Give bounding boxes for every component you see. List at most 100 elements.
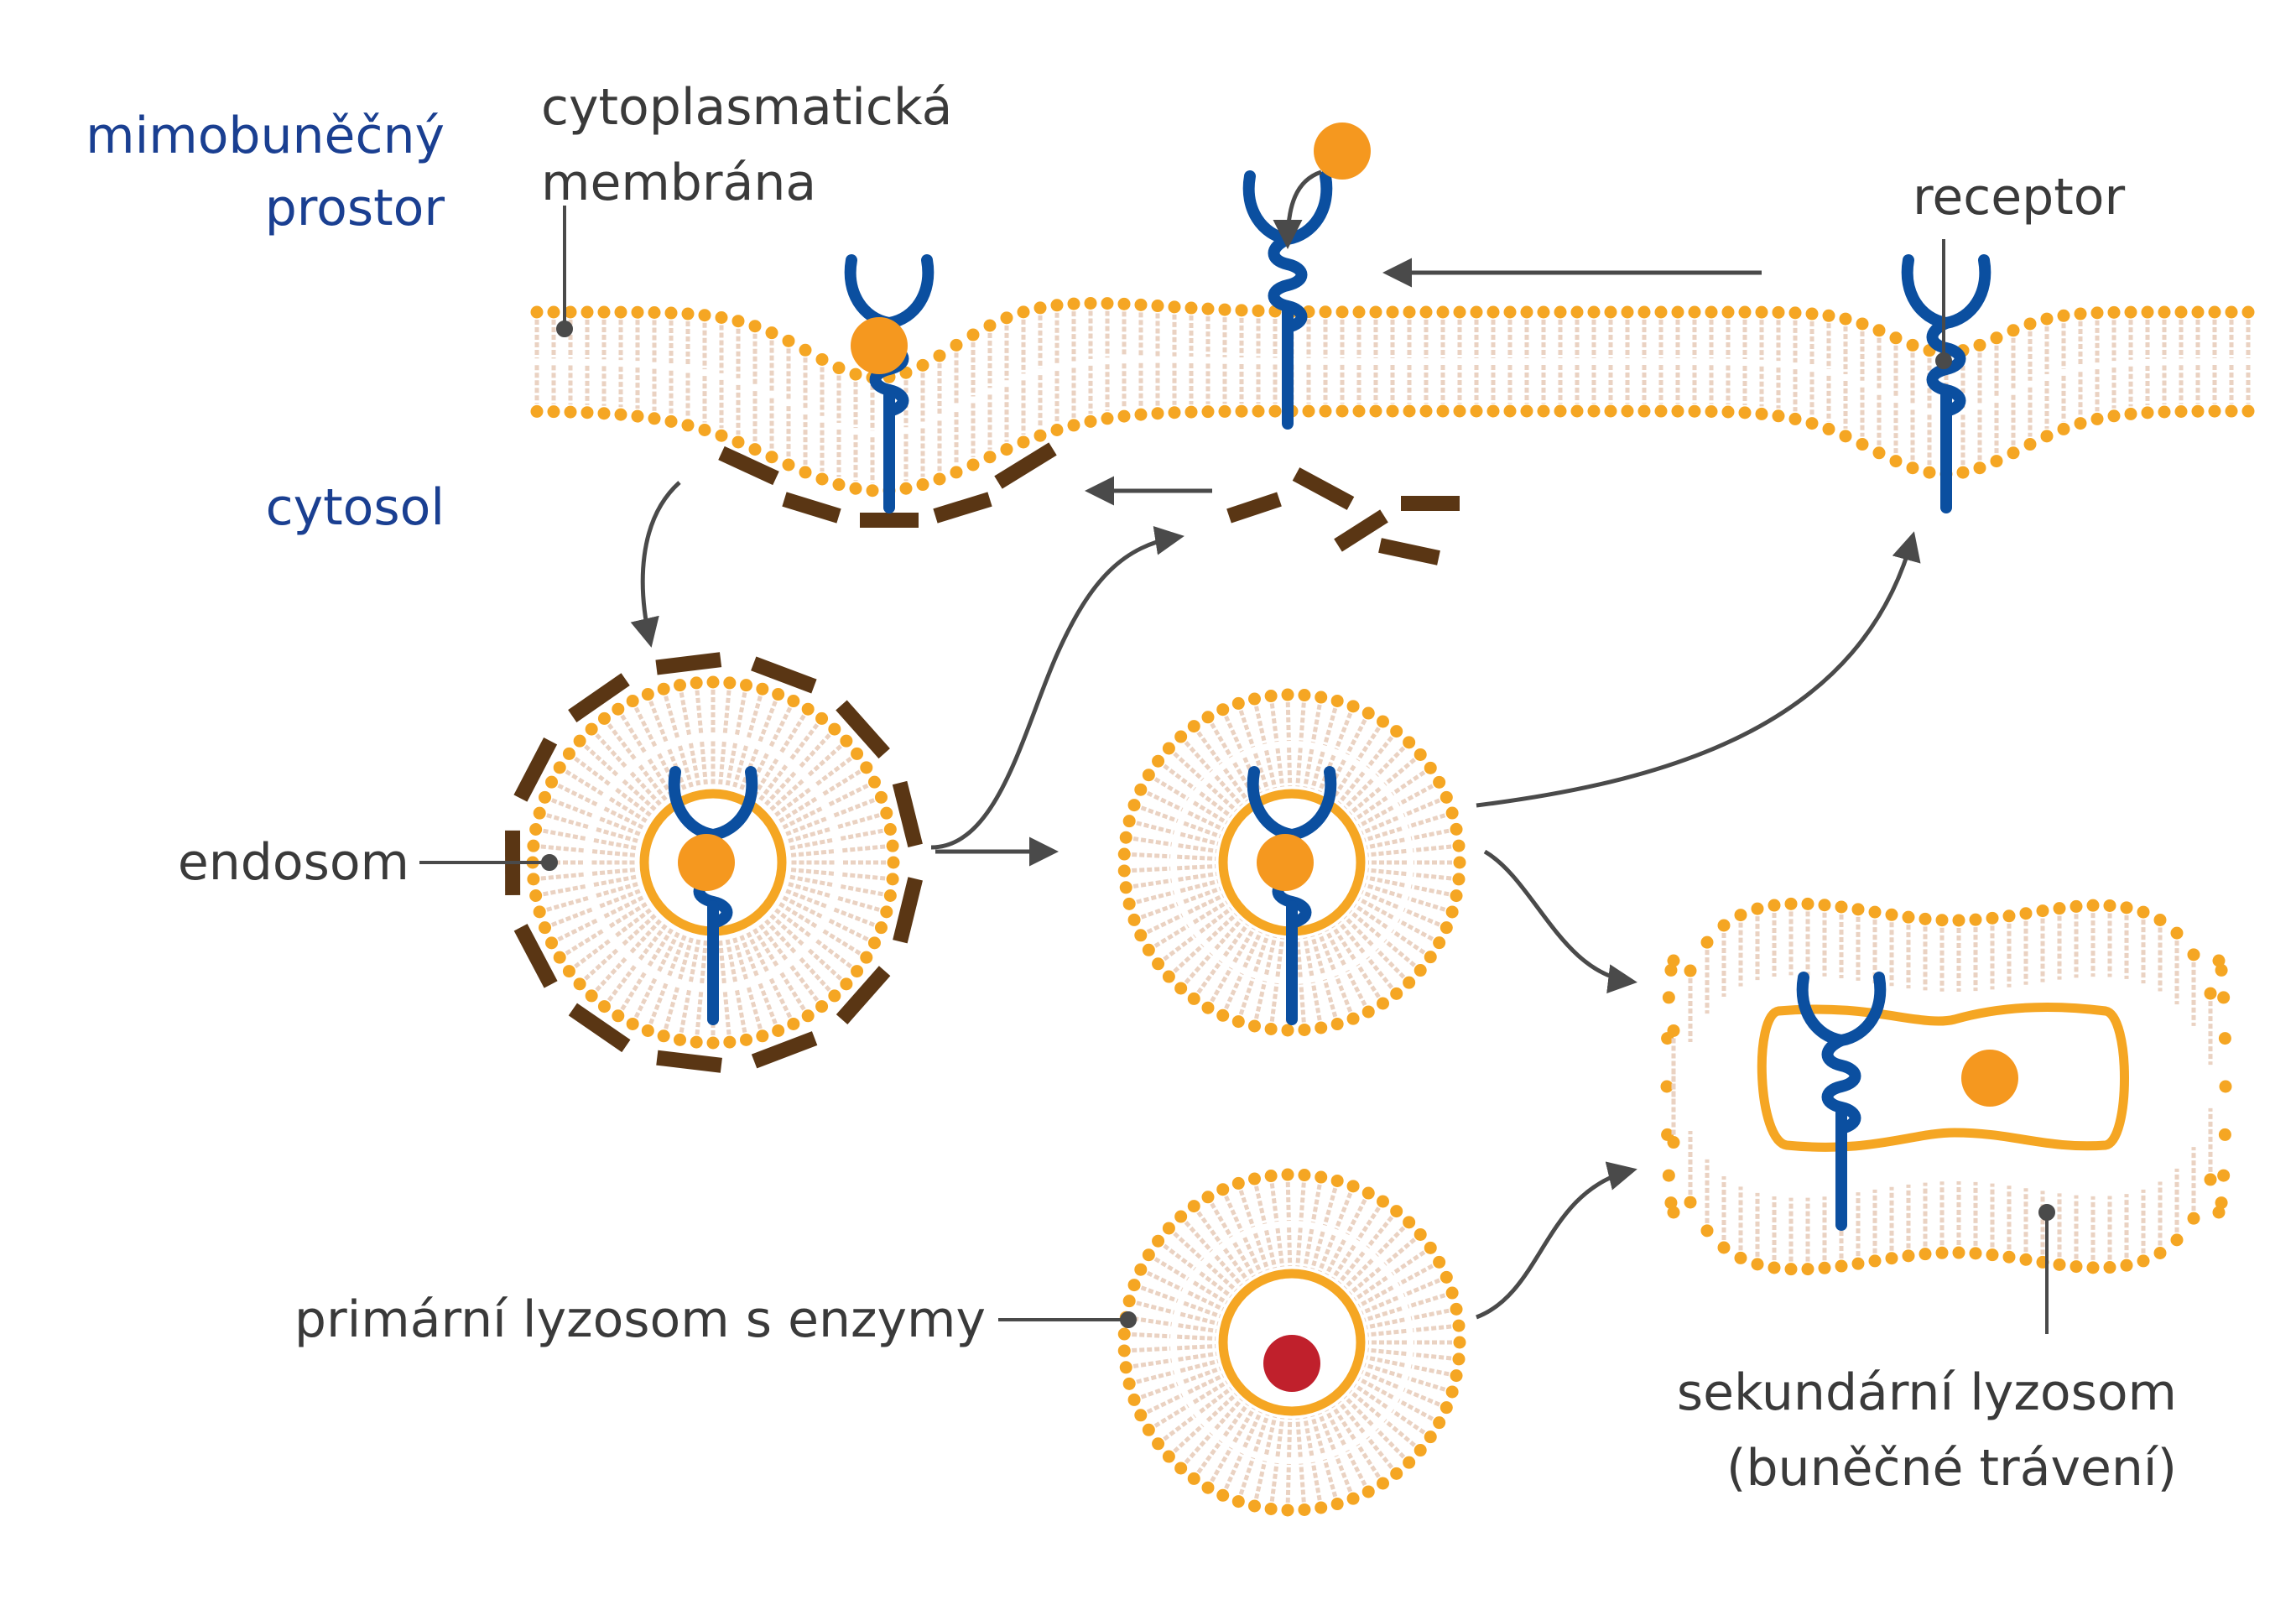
lipid-head [1604, 404, 1617, 418]
lipid-head [1440, 1270, 1453, 1284]
lipid-head [664, 306, 678, 320]
lipid-head [1470, 404, 1483, 418]
clathrin-segment [893, 877, 923, 944]
cytoplasmic-membrane [530, 296, 2255, 498]
clathrin-segment [513, 737, 558, 802]
lipid-head [2212, 1206, 2226, 1219]
lipid-head [2217, 1169, 2231, 1182]
lipid-head [1187, 1472, 1200, 1485]
enzyme [1263, 1335, 1320, 1392]
lipid-head [1403, 736, 1416, 749]
lipid-head [564, 405, 577, 419]
lipid-head [597, 711, 611, 725]
lipid-head [1168, 406, 1181, 419]
lipid-head [1453, 404, 1466, 418]
lipid-head [1315, 690, 1328, 704]
lipid-head [756, 1029, 769, 1043]
arrow-clathrin-release [930, 525, 1184, 850]
lipid-head [1784, 1263, 1798, 1276]
lipid-head [2070, 899, 2083, 913]
lipid-head [1346, 700, 1360, 713]
lipid-head [1604, 305, 1617, 319]
lipid-head [2053, 902, 2066, 915]
lipid-head [1906, 461, 1919, 475]
lipid-head [1067, 297, 1080, 310]
lipid-head [1335, 404, 1349, 418]
lipid-head [2217, 991, 2231, 1004]
lipid-head [614, 305, 627, 319]
lipid-head [1537, 305, 1550, 319]
lipid-head [1403, 1456, 1416, 1469]
lipid-head [539, 921, 552, 935]
lipid-head [2141, 406, 2154, 419]
lipid-head [631, 305, 644, 319]
lipid-head [2036, 904, 2049, 918]
ligand-lysosome [1961, 1050, 2018, 1107]
lipid-head [1142, 1248, 1155, 1262]
lipid-head [681, 307, 695, 320]
lipid-head [1152, 1437, 1165, 1451]
arrow-primary-to-secondary [1476, 1161, 1637, 1320]
lipid-head [673, 1033, 686, 1046]
lipid-head [527, 839, 540, 852]
lipid-head [1218, 303, 1231, 316]
lipid-head [553, 951, 566, 964]
ligand-bound-pit [851, 317, 908, 374]
lipid-head [2191, 404, 2205, 418]
lipid-head [1772, 305, 1785, 319]
lipid-head [1231, 1495, 1245, 1509]
lipid-head [1298, 689, 1311, 702]
lipid-head [1433, 1255, 1446, 1269]
lipid-head [1784, 897, 1798, 910]
lipid-head [1768, 899, 1781, 912]
lipid-head [1361, 1485, 1375, 1498]
lipid-head [874, 790, 888, 804]
lipid-head [533, 806, 546, 820]
lipid-head [533, 905, 546, 919]
lipid-tails [1132, 701, 1452, 1024]
lipid-head [715, 429, 728, 442]
lipid-head [1889, 455, 1903, 468]
lipid-head [1801, 1263, 1814, 1276]
lipid-head [1414, 748, 1427, 761]
lipid-head [1298, 1169, 1311, 1182]
lipid-head [851, 747, 864, 760]
lipid-head [1450, 889, 1463, 903]
ligand-endosome [678, 834, 735, 891]
lipid-head [2225, 305, 2238, 319]
lipid-head [1419, 404, 1433, 418]
lipid-head [698, 424, 711, 437]
lipid-head [1187, 720, 1200, 733]
lipid-head [1973, 461, 1986, 475]
lipid-head [2002, 909, 2016, 923]
lipid-head [1688, 404, 1701, 418]
lipid-head [815, 352, 829, 366]
lipid-head [1403, 404, 1416, 418]
lipid-head [828, 989, 841, 1003]
lipid-head [1664, 1196, 1678, 1210]
lipid-head [2007, 446, 2020, 460]
lipid-head [1973, 338, 1986, 352]
lipid-head [1330, 1498, 1344, 1511]
lipid-head [1346, 1180, 1360, 1193]
lipid-head [1134, 1409, 1148, 1422]
lipid-head [612, 1009, 625, 1023]
lipid-head [1452, 839, 1466, 852]
lipid-head [1990, 455, 2003, 468]
lipid-head [1952, 1246, 1965, 1259]
lipid-head [1117, 409, 1131, 423]
lipid-head [641, 688, 654, 701]
lipid-head [1122, 897, 1136, 910]
lipid-head [832, 362, 846, 375]
secondary-lysosome [1660, 897, 2232, 1276]
lipid-tails [1671, 911, 2213, 1262]
lipid-head [1151, 300, 1164, 313]
lipid-head [1587, 404, 1601, 418]
lipid-head [1885, 908, 1898, 921]
lipid-head [1486, 305, 1500, 319]
lipid-head [1174, 982, 1188, 995]
lipid-head [1084, 414, 1097, 428]
lipid-head [2241, 404, 2255, 418]
lipid-head [706, 1036, 720, 1050]
clathrin-segment [1378, 538, 1440, 565]
